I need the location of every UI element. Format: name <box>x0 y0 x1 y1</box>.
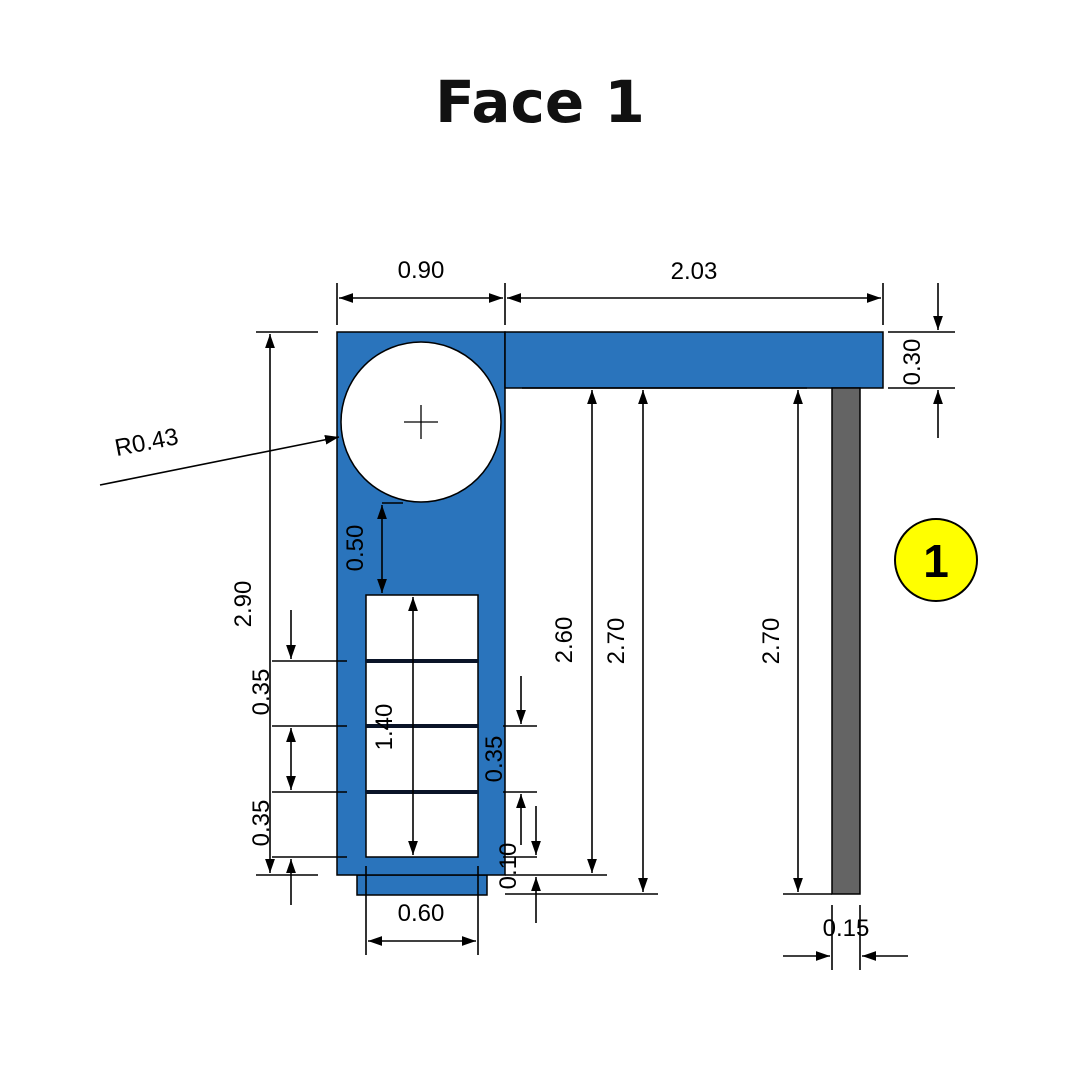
badge-label: 1 <box>923 535 949 587</box>
dim-label-cell-height-lower: 0.35 <box>248 800 275 847</box>
dim-label-slot-height: 1.40 <box>371 704 398 751</box>
dimension-labels: 0.90 2.03 0.30 2.90 0.50 0.35 0.35 1.40 … <box>113 257 926 942</box>
numbered-circle-badge: 1 <box>894 518 978 602</box>
dim-label-overall-height: 2.90 <box>230 581 257 628</box>
radius-label: R0.43 <box>113 423 181 462</box>
center-mark-icon <box>404 405 438 439</box>
dim-label-bottom-offset: 0.10 <box>495 843 522 890</box>
dim-label-slot-width: 0.60 <box>398 900 445 927</box>
dim-label-bar-height: 2.70 <box>758 618 785 665</box>
slot-dividers <box>366 659 478 794</box>
dim-label-cell-height-upper: 0.35 <box>248 669 275 716</box>
vertical-bar <box>831 387 861 895</box>
dim-label-top-width-right: 2.03 <box>671 258 718 285</box>
dim-label-arm-height: 2.70 <box>603 618 630 665</box>
dim-label-slot-gap: 0.50 <box>342 525 369 572</box>
bottom-tab <box>356 874 488 896</box>
part-body <box>336 331 884 896</box>
top-arm <box>504 331 884 389</box>
dim-label-top-thickness: 0.30 <box>899 339 926 386</box>
dim-label-right-cell-height: 0.35 <box>481 736 508 783</box>
page-title: Face 1 <box>435 68 645 136</box>
dim-label-inner-height: 2.60 <box>551 617 578 664</box>
dim-label-top-width-left: 0.90 <box>398 257 445 284</box>
dim-label-bar-width: 0.15 <box>823 915 870 942</box>
dimension-lines <box>99 283 955 970</box>
badge-circle <box>894 518 978 602</box>
